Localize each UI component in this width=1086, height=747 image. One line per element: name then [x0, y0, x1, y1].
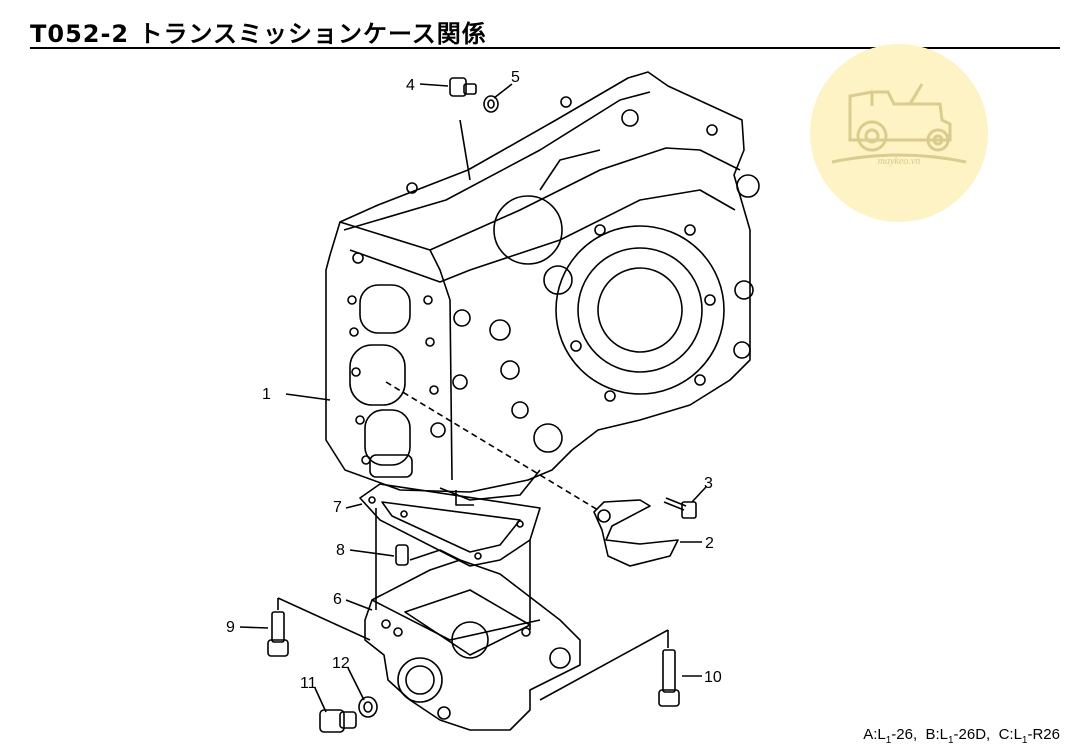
lower-housing — [364, 549, 581, 731]
transmission-case — [325, 71, 760, 506]
watermark-logo: maykeo.vn — [810, 44, 988, 222]
model-a: A:L1-26, — [863, 726, 918, 746]
bolt — [658, 649, 680, 707]
callout-8: 8 — [336, 542, 345, 559]
dowel-pin — [395, 544, 409, 566]
bolt — [663, 497, 697, 519]
tractor-icon — [831, 83, 967, 164]
model-b: B:L1-26D, — [925, 726, 991, 746]
callout-11: 11 — [300, 675, 317, 692]
watermark-text: maykeo.vn — [877, 156, 921, 167]
bracket — [593, 499, 679, 567]
model-applicability: A:L1-26, B:L1-26D, C:L1-R26 — [863, 726, 1060, 746]
callout-1: 1 — [262, 386, 271, 403]
title-underline — [30, 47, 1060, 49]
callout-3: 3 — [704, 475, 713, 492]
callout-9: 9 — [226, 619, 235, 636]
callout-7: 7 — [333, 499, 342, 516]
callout-5: 5 — [511, 69, 520, 86]
bolt — [267, 611, 289, 657]
gasket — [359, 483, 541, 567]
callout-4: 4 — [406, 77, 415, 94]
callout-6: 6 — [333, 591, 342, 608]
drain-plug — [319, 696, 378, 733]
callout-12: 12 — [332, 655, 350, 672]
bolt — [449, 77, 499, 113]
callout-10: 10 — [704, 669, 722, 686]
page-title: T052-2 トランスミッションケース関係 — [30, 20, 487, 48]
callout-2: 2 — [705, 535, 714, 552]
model-c: C:L1-R26 — [998, 726, 1060, 746]
